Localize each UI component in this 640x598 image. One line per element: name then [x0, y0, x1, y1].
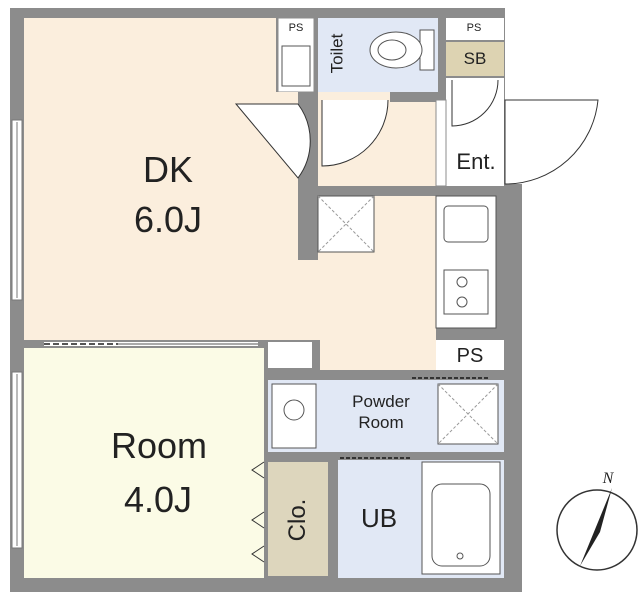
washer-x: [437, 383, 499, 445]
entrance-label: Ent.: [456, 149, 496, 174]
stove-burner: [456, 276, 468, 288]
washbasin: [271, 383, 317, 449]
powder-room-label-line1: Powder: [352, 392, 410, 411]
wall-segment: [328, 452, 504, 460]
basin-bowl: [283, 399, 305, 421]
ent-inner-door: [451, 79, 499, 127]
bathtub-drain: [456, 552, 464, 560]
shoe-box-label: SB: [463, 49, 487, 68]
bathtub-inner: [431, 483, 491, 567]
toilet-door-swing: [321, 99, 389, 167]
wall-segment: [264, 370, 504, 380]
dk-door-swing: [234, 103, 311, 179]
entry-door-swing: [504, 99, 599, 185]
dk-size: 6.0J: [133, 199, 203, 240]
closet-label: Clo.: [284, 498, 311, 542]
ub-label: UB: [360, 503, 398, 533]
room-floor: [24, 348, 264, 578]
ps-label: PS: [288, 22, 304, 34]
room-label: Room: [110, 425, 208, 466]
entrance-step: [435, 99, 447, 187]
compass-north-label: N: [602, 470, 614, 487]
compass: [556, 488, 638, 571]
stove: [443, 269, 489, 315]
stove-burner: [456, 296, 468, 308]
door-gap: [236, 92, 298, 102]
ps-inner-box: [281, 45, 311, 87]
toilet-seat: [377, 39, 407, 61]
wall-segment: [318, 186, 436, 196]
small-box: [268, 342, 312, 368]
door-gap: [318, 92, 390, 102]
closet-floor: [268, 462, 328, 576]
storage-x: [317, 195, 375, 253]
dk-label: DK: [142, 149, 193, 190]
compass-needle: [580, 488, 612, 566]
ps-box-top-right: [446, 18, 504, 40]
ps-box-kitchen: [436, 340, 504, 370]
powder-room-label-line2: Room: [358, 413, 404, 432]
room-size: 4.0J: [123, 479, 193, 520]
toilet-label: Toilet: [327, 33, 347, 74]
storage-x: [317, 195, 375, 253]
ps-label: PS: [456, 345, 484, 367]
shoe-box: [446, 42, 504, 76]
kitchen-sink: [443, 205, 489, 243]
ps-label: PS: [466, 22, 482, 34]
compass-ring: [556, 489, 638, 571]
dk-floor: [24, 18, 276, 340]
closet-door-marks: [251, 461, 265, 563]
